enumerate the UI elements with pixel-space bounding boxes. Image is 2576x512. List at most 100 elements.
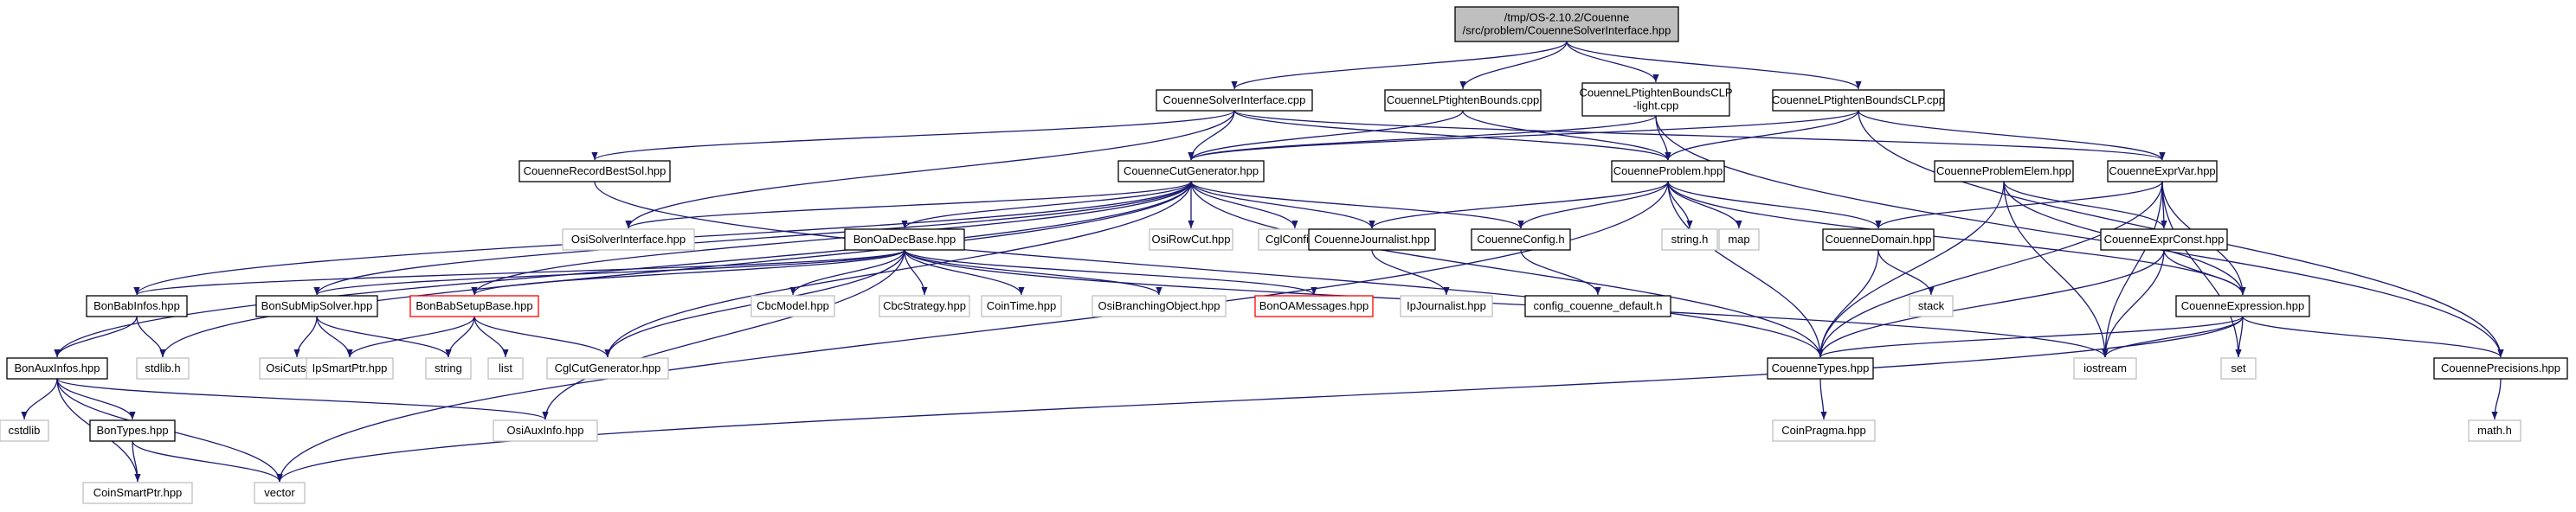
node-map[interactable]: map bbox=[1718, 228, 1760, 251]
node-box bbox=[487, 357, 524, 380]
node-bonoadecbase-hpp[interactable]: BonOaDecBase.hpp bbox=[844, 228, 965, 251]
node-couennecutgenerator-hpp[interactable]: CouenneCutGenerator.hpp bbox=[1117, 160, 1265, 182]
edge-bonoadecbase-hpp-to-bonbabsetupbase-hpp bbox=[471, 249, 905, 296]
edge-group bbox=[789, 249, 905, 296]
edge-bonoadecbase-hpp-to-bonsubmipsolver-hpp bbox=[313, 249, 905, 296]
edge-group bbox=[1520, 249, 1601, 296]
edge-group bbox=[1665, 110, 1859, 161]
node-couenneprecisions-hpp[interactable]: CouennePrecisions.hpp bbox=[2433, 357, 2568, 380]
node-cbcstrategy-hpp[interactable]: CbcStrategy.hpp bbox=[879, 295, 970, 317]
edge-group bbox=[1817, 249, 1879, 358]
node-vector[interactable]: vector bbox=[254, 482, 306, 504]
edge-couennelptightenbounds-cpp-to-couennecutgenerator-hpp bbox=[1188, 110, 1464, 161]
node-bonoamessages-hpp[interactable]: BonOAMessages.hpp bbox=[1254, 295, 1374, 317]
node-box bbox=[2073, 357, 2137, 380]
edge-couennecutgenerator-hpp-to-cglcutgenerator-hpp bbox=[604, 181, 1192, 358]
node-couenneexprconst-hpp[interactable]: CouenneExprConst.hpp bbox=[2100, 228, 2228, 251]
edge-couenneproblem-hpp-to-vector bbox=[276, 181, 1669, 483]
node-box bbox=[750, 295, 835, 317]
node-label: CouenneRecordBestSol.hpp bbox=[524, 164, 667, 177]
node-ipsmartptr-hpp[interactable]: IpSmartPtr.hpp bbox=[306, 357, 394, 380]
edge-group bbox=[2235, 316, 2244, 358]
edge-group bbox=[471, 181, 1192, 296]
node-bonbabinfos-hpp[interactable]: BonBabInfos.hpp bbox=[86, 295, 188, 317]
node-couenneexpression-hpp[interactable]: CouenneExpression.hpp bbox=[2175, 295, 2310, 317]
edge-group bbox=[313, 181, 1192, 296]
edge-group bbox=[1371, 249, 1450, 296]
node-cstdlib[interactable]: cstdlib bbox=[0, 419, 49, 442]
node-string[interactable]: string bbox=[425, 357, 472, 380]
node-couennedomain-hpp[interactable]: CouenneDomain.hpp bbox=[1822, 228, 1935, 251]
node-coinpragma-hpp[interactable]: CoinPragma.hpp bbox=[1772, 419, 1876, 442]
node-box bbox=[546, 357, 669, 380]
edge-group bbox=[904, 249, 1025, 296]
node-box bbox=[1117, 160, 1265, 182]
node-label: CoinSmartPtr.hpp bbox=[93, 486, 183, 499]
node-label: OsiAuxInfo.hpp bbox=[507, 424, 584, 437]
node-list[interactable]: list bbox=[487, 357, 524, 380]
edge-couenneexpression-hpp-to-set bbox=[2235, 316, 2244, 358]
edge-couennetypes-hpp-to-coinpragma-hpp bbox=[1819, 378, 1827, 420]
node-label: CoinTime.hpp bbox=[987, 299, 1056, 312]
edge-couennesolverinterface-cpp-to-couennerecordbestsol-hpp bbox=[591, 110, 1235, 161]
node-couennesolverinterface-cpp[interactable]: CouenneSolverInterface.cpp bbox=[1156, 89, 1313, 112]
node-couennetypes-hpp[interactable]: CouenneTypes.hpp bbox=[1767, 357, 1874, 380]
node-label: CouenneCutGenerator.hpp bbox=[1124, 164, 1259, 177]
node-couennerecordbestsol-hpp[interactable]: CouenneRecordBestSol.hpp bbox=[518, 160, 671, 182]
edge-group bbox=[1190, 181, 1524, 229]
node-couenneproblem-hpp[interactable]: CouenneProblem.hpp bbox=[1611, 160, 1725, 182]
node-osisolverinterface-hpp[interactable]: OsiSolverInterface.hpp bbox=[562, 228, 695, 251]
node-stdlib-h[interactable]: stdlib.h bbox=[136, 357, 190, 380]
edge-bonoadecbase-hpp-to-osibranchingobject-hpp bbox=[904, 249, 1162, 296]
node-bontypes-hpp[interactable]: BonTypes.hpp bbox=[89, 419, 176, 442]
node-osirowcut-hpp[interactable]: OsiRowCut.hpp bbox=[1149, 228, 1233, 251]
node-box bbox=[6, 357, 108, 380]
node-box bbox=[493, 419, 598, 442]
node-label: string bbox=[435, 362, 462, 374]
edge-bonbabsetupbase-hpp-to-list bbox=[473, 316, 509, 358]
node-couennelptightenboundsclp-cpp[interactable]: CouenneLPtightenBoundsCLP.cpp bbox=[1772, 89, 1945, 112]
node-ipjournalist-hpp[interactable]: IpJournalist.hpp bbox=[1400, 295, 1493, 317]
node-root[interactable]: /tmp/OS-2.10.2/Couenne/src/problem/Couen… bbox=[1454, 6, 1679, 42]
node-coinsmartptr-hpp[interactable]: CoinSmartPtr.hpp bbox=[82, 482, 193, 504]
node-config-couenne-default-h[interactable]: config_couenne_default.h bbox=[1524, 295, 1671, 317]
node-cglcutgenerator-hpp[interactable]: CglCutGenerator.hpp bbox=[546, 357, 669, 380]
node-iostream[interactable]: iostream bbox=[2073, 357, 2137, 380]
node-stack[interactable]: stack bbox=[1909, 295, 1954, 317]
node-label: CouenneLPtightenBounds.cpp bbox=[1387, 93, 1539, 106]
edge-couennejournalist-hpp-to-ipjournalist-hpp bbox=[1371, 249, 1450, 296]
node-label: map bbox=[1728, 233, 1749, 246]
node-cointime-hpp[interactable]: CoinTime.hpp bbox=[981, 295, 1062, 317]
node-box bbox=[2220, 357, 2257, 380]
node-set[interactable]: set bbox=[2220, 357, 2257, 380]
node-box bbox=[2175, 295, 2310, 317]
edge-group bbox=[1566, 41, 1862, 90]
edge-group bbox=[1188, 110, 1859, 161]
node-couennejournalist-hpp[interactable]: CouenneJournalist.hpp bbox=[1308, 228, 1436, 251]
edge-group bbox=[21, 378, 58, 420]
node-bonbabsetupbase-hpp[interactable]: BonBabSetupBase.hpp bbox=[409, 295, 539, 317]
node-osibranchingobject-hpp[interactable]: OsiBranchingObject.hpp bbox=[1092, 295, 1227, 317]
edge-group bbox=[473, 316, 509, 358]
node-box bbox=[2468, 419, 2521, 442]
edge-group bbox=[1819, 378, 1827, 420]
node-math-h[interactable]: math.h bbox=[2468, 419, 2521, 442]
edge-couennecutgenerator-hpp-to-couennetypes-hpp bbox=[1190, 181, 1824, 358]
node-couenneexprvar-hpp[interactable]: CouenneExprVar.hpp bbox=[2107, 160, 2218, 182]
node-couenneproblemelem-hpp[interactable]: CouenneProblemElem.hpp bbox=[1934, 160, 2074, 182]
edge-couennecutgenerator-hpp-to-bonsubmipsolver-hpp bbox=[313, 181, 1192, 296]
node-osiauxinfo-hpp[interactable]: OsiAuxInfo.hpp bbox=[493, 419, 598, 442]
node-bonsubmipsolver-hpp[interactable]: BonSubMipSolver.hpp bbox=[255, 295, 378, 317]
node-couennelptightenboundsclp-light-cpp[interactable]: CouenneLPtightenBoundsCLP-light.cpp bbox=[1579, 82, 1733, 117]
node-couennelptightenbounds-cpp[interactable]: CouenneLPtightenBounds.cpp bbox=[1384, 89, 1542, 112]
node-string-h[interactable]: string.h bbox=[1661, 228, 1718, 251]
node-bonauxinfos-hpp[interactable]: BonAuxInfos.hpp bbox=[6, 357, 108, 380]
node-box bbox=[1092, 295, 1227, 317]
edge-group bbox=[1190, 181, 1298, 229]
edges-layer bbox=[21, 41, 2504, 483]
node-couenneconfig-h[interactable]: CouenneConfig.h bbox=[1471, 228, 1571, 251]
edge-couennecutgenerator-hpp-to-cglconfig-h bbox=[1190, 181, 1298, 229]
node-label: BonOAMessages.hpp bbox=[1259, 299, 1368, 312]
edge-group bbox=[1233, 110, 1671, 161]
node-cbcmodel-hpp[interactable]: CbcModel.hpp bbox=[750, 295, 835, 317]
